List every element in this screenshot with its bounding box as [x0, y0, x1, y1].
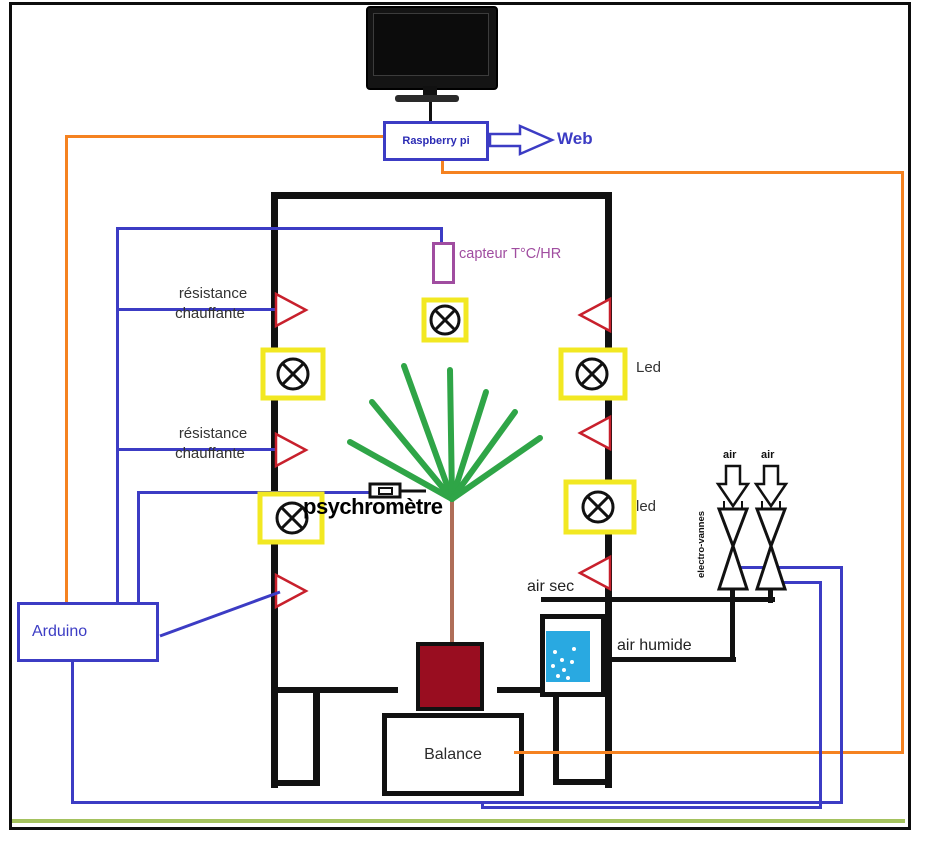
monitor-cable — [429, 97, 432, 122]
air-label-left: air — [723, 449, 737, 461]
heater-label-2-line2: chauffante — [175, 445, 245, 462]
psychrometer-label: psychromètre — [303, 494, 443, 519]
blue-wire-heater2 — [116, 448, 278, 451]
web-label: Web — [557, 129, 593, 148]
orange-wire-to-balance — [514, 751, 904, 754]
heater-label-1-line2: chauffante — [175, 305, 245, 322]
monitor-screen — [373, 13, 489, 76]
valve2-down-pipe — [768, 590, 773, 603]
humidifier-water — [546, 631, 590, 682]
air-sec-pipe — [541, 597, 775, 602]
air-label-right: air — [761, 449, 775, 461]
temperature-humidity-sensor — [432, 242, 455, 284]
chamber-left-wall — [271, 192, 278, 788]
plant-pot — [416, 642, 484, 711]
blue-wire-valve2-riser — [819, 581, 822, 809]
blue-wire-capteur — [116, 227, 443, 230]
chamber-right-leg — [553, 687, 559, 785]
chamber-right-wall — [605, 192, 612, 788]
blue-wire-bottom-1 — [71, 801, 843, 804]
bubble — [562, 668, 566, 672]
raspberry-pi-label: Raspberry pi — [402, 135, 470, 147]
heater-label-1-line1: résistance — [178, 285, 248, 302]
blue-wire-psychrometre — [137, 491, 372, 494]
bubble — [560, 658, 564, 662]
led-label-upper: Led — [636, 359, 662, 376]
orange-wire-top-right — [441, 171, 904, 174]
arduino-box: Arduino — [17, 602, 159, 662]
raspberry-pi-box: Raspberry pi — [383, 121, 489, 161]
orange-wire-right-side — [901, 171, 904, 754]
air-humide-label: air humide — [617, 637, 692, 654]
bubble — [551, 664, 555, 668]
blue-wire-heater1 — [116, 308, 278, 311]
blue-bus-a — [116, 227, 119, 604]
led-label-lower: led — [636, 498, 657, 515]
blue-wire-valve2 — [775, 581, 822, 584]
chamber-shelf-left — [271, 687, 398, 693]
bubble — [572, 647, 576, 651]
balance-label: Balance — [424, 745, 482, 763]
blue-wire-capteur-drop — [440, 227, 443, 245]
blue-wire-jog — [481, 801, 484, 809]
orange-wire-to-arduino — [65, 135, 68, 603]
blue-bus-b — [137, 491, 140, 604]
balance-scale: Balance — [382, 713, 524, 796]
electrovalves-label: electro-vannes — [696, 510, 707, 578]
blue-wire-valve1 — [741, 566, 843, 569]
chamber-right-leg-bottom — [553, 779, 612, 785]
sensor-label: capteur T°C/HR — [459, 246, 562, 262]
bubble — [553, 650, 557, 654]
air-humide-pipe — [590, 657, 736, 662]
monitor-stand — [423, 86, 437, 97]
arduino-label: Arduino — [32, 623, 88, 640]
bottom-green-line — [12, 819, 905, 823]
orange-wire-rpi-down — [441, 155, 444, 174]
blue-wire-arduino-down — [71, 662, 74, 804]
plant-stem — [450, 499, 454, 644]
bubble — [566, 676, 570, 680]
blue-wire-bottom-2 — [481, 806, 822, 809]
chamber-left-leg-bottom — [271, 780, 320, 786]
valve1-down-pipe — [730, 590, 735, 662]
air-sec-label: air sec — [527, 578, 575, 595]
blue-wire-valve1-riser — [840, 566, 843, 804]
monitor-base — [395, 95, 459, 102]
bubble — [570, 660, 574, 664]
chamber-top-wall — [271, 192, 612, 199]
bubble — [556, 674, 560, 678]
orange-wire-rpi-left — [65, 135, 383, 138]
heater-label-2-line1: résistance — [178, 425, 248, 442]
chamber-left-leg — [313, 687, 320, 786]
